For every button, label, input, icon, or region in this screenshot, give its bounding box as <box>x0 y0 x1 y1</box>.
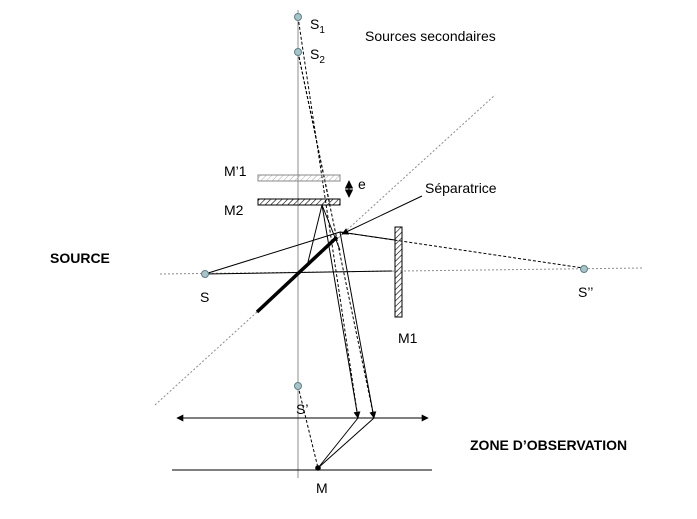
label-m1: M1 <box>398 330 418 346</box>
label-s2: S2 <box>310 46 325 66</box>
point-m <box>315 465 321 471</box>
ray-screen-to-m-2 <box>317 417 375 469</box>
label-s: S <box>200 289 209 305</box>
ray-m2-down-left <box>307 204 323 263</box>
point-s-double-prime <box>580 265 588 273</box>
point-s1 <box>294 13 302 21</box>
label-e: e <box>358 176 366 192</box>
label-observation-zone: ZONE D’OBSERVATION <box>470 437 627 453</box>
ray-m1-back <box>339 231 396 241</box>
label-s1: S1 <box>310 16 325 36</box>
virtual-ray-s2-left <box>297 51 331 206</box>
point-s-prime <box>294 382 302 390</box>
dashed-ray-s-prime-to-m <box>297 385 319 469</box>
label-m: M <box>316 480 328 496</box>
label-separator: Séparatrice <box>425 180 497 196</box>
point-s <box>201 270 209 278</box>
mirror-m-prime-1 <box>257 174 341 182</box>
ray-screen-to-m-1 <box>317 417 359 469</box>
label-source: SOURCE <box>50 250 110 266</box>
label-s-double-prime: S’’ <box>578 284 593 300</box>
ray-to-screen-2 <box>339 231 377 419</box>
beam-splitter <box>255 235 339 314</box>
separator-diagonal-guide <box>154 94 496 406</box>
ray-m2-down-right <box>321 204 341 251</box>
mirror-m2 <box>257 198 341 206</box>
ray-s-to-separator <box>204 231 341 275</box>
label-m-prime-1: M’1 <box>224 163 247 179</box>
mirror-m1 <box>394 226 403 318</box>
virtual-ray-s1 <box>297 16 359 419</box>
label-secondary-sources: Sources secondaires <box>365 28 496 44</box>
ray-to-screen-1 <box>321 204 361 419</box>
label-m2: M2 <box>224 202 244 218</box>
point-s2 <box>294 48 302 56</box>
label-s-prime: S’ <box>296 401 308 417</box>
separator-pointer-line <box>341 195 423 235</box>
